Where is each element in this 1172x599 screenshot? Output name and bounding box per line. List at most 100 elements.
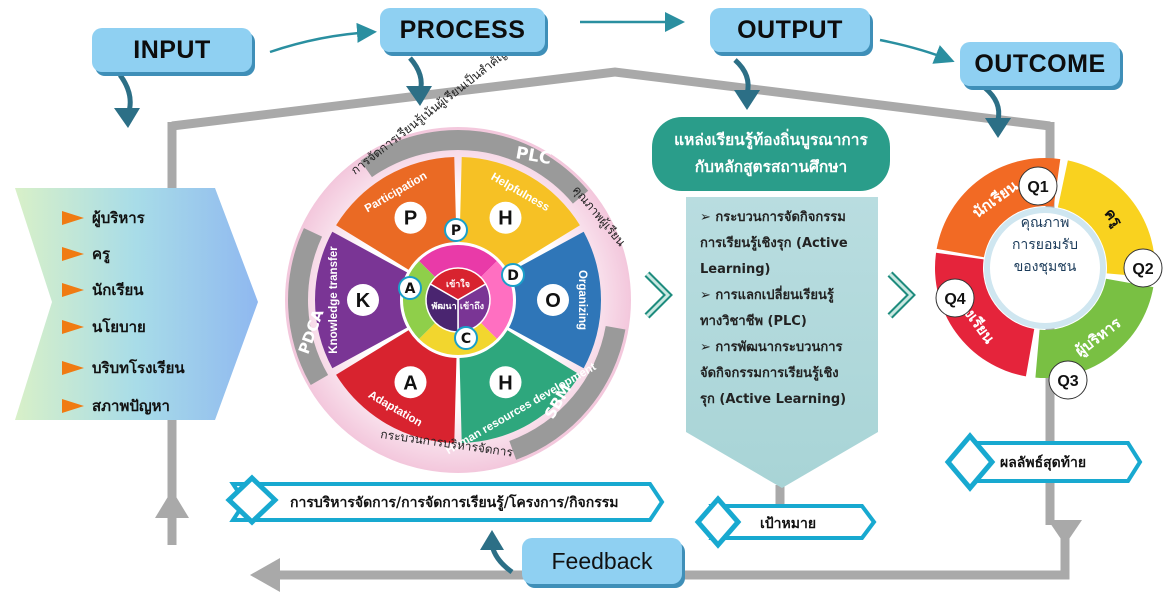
outcome-center-line: ของชุมชน: [1013, 259, 1077, 275]
segment-letter-badge: [489, 366, 522, 399]
outcome-center-line: คุณภาพ: [1020, 215, 1070, 231]
segment-letter: H: [498, 372, 512, 394]
output-line: จัดกิจกรรมการเรียนรู้เชิง: [700, 366, 839, 381]
q-badge: [1018, 166, 1058, 206]
output-box: [686, 197, 878, 488]
outcome-ring: นักเรียนครูผู้บริหารโรงเรียนQ1Q2Q3Q4: [934, 158, 1163, 400]
outcome-ribbon-label: ผลลัพธ์สุดท้าย: [1000, 455, 1087, 471]
output-banner-line1: แหล่งเรียนรู้ท้องถิ่นบูรณาการ: [674, 131, 868, 149]
header-process: PROCESS: [380, 8, 545, 52]
inner-letter: C: [461, 331, 471, 347]
chevron-output-outcome: [887, 271, 916, 319]
inner-ring-arc: [419, 245, 497, 279]
sbm-arrow-band: [509, 326, 626, 460]
left-up-arrowhead: [155, 490, 189, 518]
orange-arrow-icon: [62, 246, 84, 261]
q-badge-label: Q1: [1027, 179, 1048, 196]
input-item: นโยบาย: [62, 315, 146, 339]
input-item-label: ผู้บริหาร: [92, 209, 145, 227]
arrow-output-down-head: [734, 90, 760, 110]
segment-letter: P: [404, 208, 417, 230]
input-item-label: นักเรียน: [92, 281, 144, 299]
inner-core-word: พัฒนา: [431, 301, 456, 312]
output-line: Learning): [700, 262, 771, 277]
pdca-arrow-band: [288, 228, 329, 385]
segment-letter-badge: [537, 284, 569, 316]
arrow-input-process: [269, 22, 377, 54]
input-item: ผู้บริหาร: [62, 206, 145, 230]
inner-letter-badge: [398, 276, 422, 300]
q-badge: [935, 278, 975, 318]
feedback-up-arrow-head: [480, 530, 504, 550]
segment-letter: H: [498, 208, 512, 230]
orange-arrow-icon: [62, 398, 84, 413]
inner-letter-badge: [501, 263, 525, 287]
inner-core-word: เข้าใจ: [446, 278, 470, 290]
input-item-label: สภาพปัญหา: [92, 397, 170, 415]
q-badge: [1048, 360, 1088, 400]
arrow-outcome-down-head: [985, 118, 1011, 138]
feedback-left-arrowhead: [250, 558, 280, 592]
input-item: นักเรียน: [62, 278, 144, 302]
orange-arrow-icon: [62, 319, 84, 334]
roof-line: [171, 67, 1051, 131]
process-ribbon-label: การบริหารจัดการ/การจัดการเรียนรู้/โครงกา…: [290, 495, 619, 511]
orange-arrow-icon: [62, 282, 84, 297]
process-ribbon-diamond: [225, 474, 279, 526]
output-line: ทางวิชาชีพ (PLC): [700, 314, 807, 329]
right-down-arrowhead: [1048, 520, 1082, 545]
inner-core-sector: [429, 267, 487, 301]
output-banner-line2: กับหลักสูตรสถานศึกษา: [694, 158, 848, 176]
output-list: ➢ กระบวนการจัดกิจกรรม การเรียนรู้เชิงรุก…: [700, 205, 875, 413]
output-line: ➢ การพัฒนากระบวนการ: [700, 340, 843, 355]
input-item-label: นโยบาย: [92, 318, 146, 336]
q-badge-label: Q3: [1057, 373, 1078, 390]
outcome-quadrant: [1057, 160, 1155, 278]
output-line: ➢ กระบวนการจัดกิจกรรม: [700, 210, 846, 225]
header-outcome: OUTCOME: [960, 42, 1120, 86]
segment-letter-badge: [394, 366, 427, 399]
arrow-input-down-head: [114, 108, 140, 128]
chevron-process-output: [644, 271, 673, 319]
inner-core-sector: [425, 282, 459, 333]
orange-arrow-icon: [62, 360, 84, 375]
outcome-ribbon-diamond: [944, 432, 996, 492]
plc-arrow-band: [360, 130, 589, 204]
chevron-output-outcome-inner: [888, 272, 914, 318]
segment-name: Knowledge transfer: [328, 246, 340, 354]
segment-letter-badge: [347, 284, 379, 316]
outcome-center-text: คุณภาพ การยอมรับ ของชุมชน: [990, 212, 1100, 278]
input-item-label: ครู: [92, 245, 111, 263]
inner-letter: D: [507, 268, 519, 284]
inner-letter-badge: [444, 218, 468, 242]
outcome-quadrant: [1035, 278, 1154, 379]
arrow-output-outcome: [879, 38, 955, 64]
header-output: OUTPUT: [710, 8, 870, 52]
input-item-label: บริบทโรงเรียน: [92, 359, 185, 377]
output-line: ➢ การแลกเปลี่ยนเรียนรู้: [700, 288, 834, 303]
output-ribbon-label: เป้าหมาย: [760, 516, 817, 532]
inner-letter: P: [451, 223, 461, 239]
output-line: การเรียนรู้เชิงรุก (Active: [700, 236, 848, 251]
input-item: ครู: [62, 242, 110, 266]
output-ribbon-diamond: [694, 495, 742, 549]
segment-letter: O: [545, 290, 561, 312]
feedback-label: Feedback: [522, 538, 682, 584]
header-input: INPUT: [92, 28, 252, 72]
inner-letter-badge: [454, 326, 478, 350]
inner-core-word: เข้าถึง: [460, 301, 484, 312]
q-badge: [1123, 248, 1163, 288]
input-item: บริบทโรงเรียน: [62, 356, 185, 380]
segment-letter-badge: [394, 201, 427, 234]
outcome-center-circle: [984, 207, 1106, 329]
inner-letter: A: [405, 281, 416, 297]
arrow-process-down-head: [406, 86, 432, 106]
q-badge-label: Q4: [944, 291, 965, 308]
input-item: สภาพปัญหา: [62, 394, 170, 418]
q-badge-label: Q2: [1132, 261, 1153, 278]
outcome-center-line: การยอมรับ: [1011, 237, 1079, 253]
chevron-process-output-inner: [645, 272, 671, 318]
